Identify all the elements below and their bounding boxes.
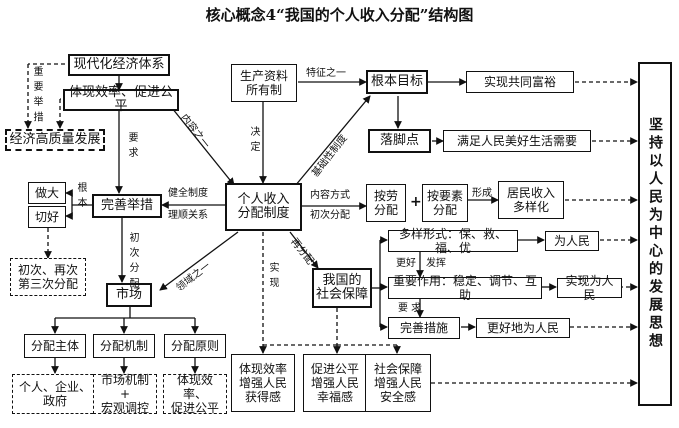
distribution-principle-box: 分配原则 xyxy=(164,334,226,358)
common-prosperity-box: 实现共同富裕 xyxy=(466,71,574,93)
happiness-sense-box: 促进公平 增强人民 幸福感 xyxy=(303,354,367,412)
social-security-box: 我国的 社会保障 xyxy=(312,268,372,308)
landing-point-box: 落脚点 xyxy=(368,129,431,153)
realize-label: 实 现 xyxy=(267,262,278,289)
diversified-income-box: 居民收入 多样化 xyxy=(498,181,564,219)
sound-system-label: 健全制度 xyxy=(168,188,208,199)
factor-distribution-box: 按要素 分配 xyxy=(422,184,468,222)
ownership-box: 生产资料 所有制 xyxy=(231,64,297,102)
security-sense-box: 社会保障 增强人民 安全感 xyxy=(365,354,431,412)
diagram-title: 核心概念4“我国的个人收入分配”结构图 xyxy=(205,6,474,24)
important-role-box: 重要作用：稳定、调节、互助 xyxy=(388,274,542,302)
distribution-subject-box: 分配主体 xyxy=(24,334,86,358)
realize-people-box: 实现为人民 xyxy=(557,274,622,302)
root-label: 根 本 xyxy=(75,182,86,209)
labor-distribution-box: 按劳 分配 xyxy=(366,184,406,222)
form-label: 形成 xyxy=(472,188,492,199)
for-people-box: 为人民 xyxy=(545,231,599,251)
income-distribution-system-box: 个人收入 分配制度 xyxy=(225,183,302,231)
high-quality-development-box: 经济高质量发展 xyxy=(5,129,105,151)
people-centered-box: 坚持以人民为中心的发展思想 xyxy=(638,62,672,406)
decide-label: 决 定 xyxy=(248,126,259,153)
better-label: 更好 xyxy=(396,258,416,269)
first-distribution-label: 初次分配 xyxy=(310,210,350,221)
feature-one-label: 特征之一 xyxy=(306,68,346,79)
mechanism-detail-box: 市场机制+ 宏观调控 xyxy=(93,373,157,415)
three-distributions-box: 初次、再次 第三次分配 xyxy=(10,258,86,296)
plus-sign: + xyxy=(410,194,422,210)
subject-detail-box: 个人、企业、 政府 xyxy=(12,374,98,414)
play-label: 发挥 xyxy=(426,258,446,269)
gain-sense-box: 体现效率 增强人民 获得感 xyxy=(231,354,295,412)
content-way-label: 内容方式 xyxy=(310,190,350,201)
market-box: 市场 xyxy=(106,283,152,307)
distribution-mechanism-box: 分配机制 xyxy=(93,334,155,358)
requirement-label: 要 求 xyxy=(126,132,137,159)
smooth-relations-label: 理顺关系 xyxy=(168,210,208,221)
fundamental-goal-box: 根本目标 xyxy=(366,70,428,94)
efficiency-fairness-box: 体现效率、促进公平 xyxy=(63,86,179,114)
require-label: 要 求 xyxy=(398,303,422,314)
improve-measures-box: 完善措施 xyxy=(388,317,460,339)
principle-detail-box: 体现效率、 促进公平 xyxy=(163,373,227,415)
first-dist-vertical-label: 初 次 分 配 xyxy=(127,232,138,289)
do-big-box: 做大 xyxy=(28,182,66,204)
better-for-people-box: 更好地为人民 xyxy=(476,318,570,338)
better-life-needs-box: 满足人民美好生活需要 xyxy=(443,130,591,152)
diverse-forms-box: 多样形式：保、救、福、优 xyxy=(388,227,518,255)
perfect-measures-box: 完善举措 xyxy=(92,194,162,218)
modern-economy-box: 现代化经济体系 xyxy=(68,54,170,76)
cut-well-box: 切好 xyxy=(28,206,66,228)
key-measure-label: 重 要 举 措 xyxy=(31,66,42,123)
